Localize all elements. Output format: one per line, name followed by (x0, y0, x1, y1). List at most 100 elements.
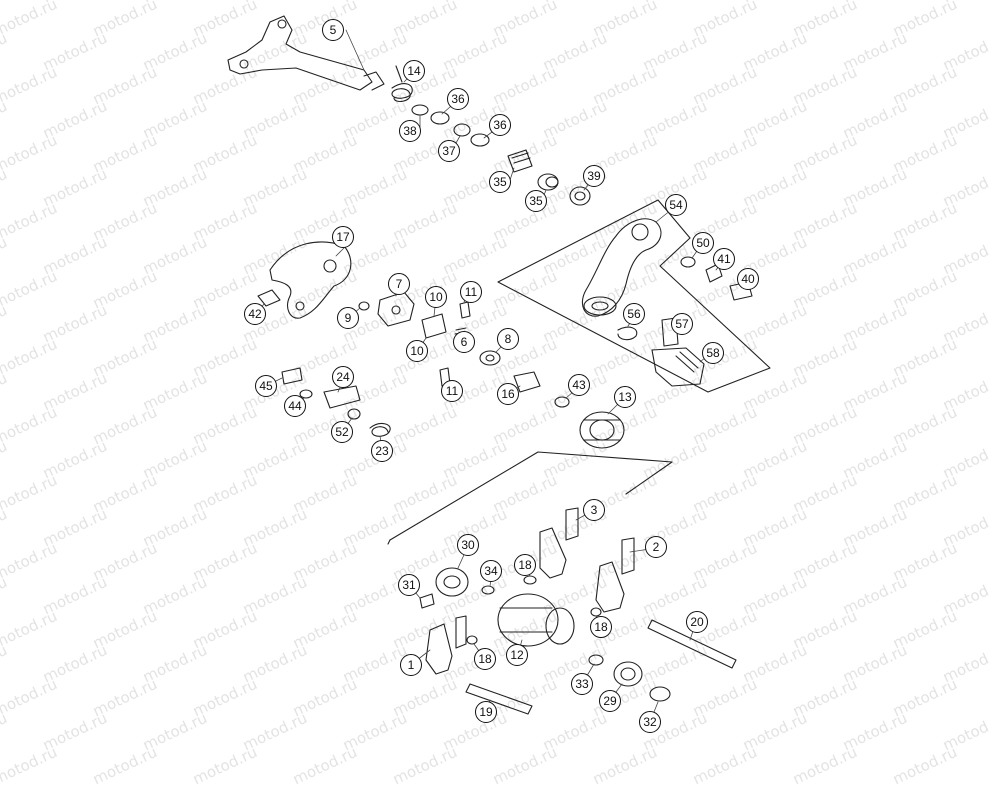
part-number-callout: 16 (497, 383, 519, 405)
bushing-part-35b (537, 173, 559, 191)
part-number-callout: 44 (284, 395, 306, 417)
part-number-callout: 36 (489, 114, 511, 136)
shift-pawl-part-7 (377, 291, 415, 327)
part-number-callout: 10 (406, 340, 428, 362)
part-number-callout: 58 (702, 342, 724, 364)
shift-drum-part-12 (497, 593, 575, 647)
part-number-callout: 41 (713, 248, 735, 270)
part-number-callout: 9 (337, 307, 359, 329)
part-number-callout: 36 (447, 88, 469, 110)
spring-part-14 (391, 65, 413, 103)
part-number-callout: 2 (645, 536, 667, 558)
part-number-callout: 39 (583, 165, 605, 187)
part-number-callout: 18 (474, 648, 496, 670)
part-number-callout: 1 (400, 654, 422, 676)
washer-part-9 (358, 301, 370, 311)
part-number-callout: 13 (614, 386, 636, 408)
pin-part-31 (419, 593, 435, 609)
part-number-callout: 14 (403, 60, 425, 82)
part-number-callout: 10 (425, 286, 447, 308)
part-number-callout: 43 (568, 374, 590, 396)
part-number-callout: 33 (571, 673, 593, 695)
watermark-text: motod.ru (890, 742, 960, 788)
spring-part-56 (617, 326, 638, 341)
group-frame-middle-edge (387, 539, 391, 545)
watermark-text: motod.ru (690, 742, 760, 788)
part-number-callout: 11 (460, 281, 482, 303)
part-number-callout: 56 (623, 303, 645, 325)
lever-part-24 (323, 385, 361, 409)
watermark-text: motod.ru (390, 742, 460, 788)
watermark-text: motod.ru (590, 742, 660, 788)
bolt-part-45 (281, 367, 303, 385)
part-number-callout: 3 (583, 499, 605, 521)
washer-part-36a (430, 111, 450, 125)
shift-drum-part-13 (579, 411, 625, 449)
shaft-part-20 (647, 619, 737, 669)
bushing-part-37 (453, 123, 471, 137)
part-number-callout: 52 (331, 421, 353, 443)
washer-part-33 (588, 654, 604, 666)
part-number-callout: 37 (438, 140, 460, 162)
spring-part-42 (257, 289, 281, 307)
watermark-text: motod.ru (0, 742, 60, 788)
bearing-part-29 (613, 661, 643, 687)
gear-part-30 (435, 567, 469, 597)
spring-part-23 (369, 422, 391, 437)
shift-fork-part-3 (539, 507, 579, 579)
shift-plate-part-17 (269, 241, 352, 319)
part-number-callout: 32 (639, 711, 661, 733)
nut-part-41 (705, 263, 723, 283)
watermark-text: motod.ru (490, 742, 560, 788)
pin-part-18c (590, 607, 602, 617)
part-number-callout: 8 (497, 328, 519, 350)
part-number-callout: 20 (686, 611, 708, 633)
part-number-callout: 17 (332, 226, 354, 248)
pin-part-11a (459, 301, 471, 319)
washer-part-32 (649, 686, 671, 702)
part-number-callout: 12 (506, 644, 528, 666)
part-number-callout: 50 (692, 232, 714, 254)
shift-pedal-part-54 (581, 218, 662, 317)
part-number-callout: 57 (671, 313, 693, 335)
part-number-callout: 35 (525, 190, 547, 212)
washer-part-43 (554, 396, 570, 408)
pin-part-18b (466, 635, 478, 645)
part-number-callout: 34 (480, 560, 502, 582)
washer-part-50 (680, 256, 696, 268)
group-frame-middle (389, 451, 673, 541)
part-number-callout: 24 (332, 366, 354, 388)
washer-part-8 (479, 350, 501, 366)
part-number-callout: 38 (399, 120, 421, 142)
pin-part-18a (523, 575, 537, 585)
part-number-callout: 54 (665, 194, 687, 216)
part-number-callout: 18 (590, 616, 612, 638)
part-number-callout: 30 (457, 534, 479, 556)
bearing-part-39 (569, 186, 591, 206)
part-number-callout: 19 (475, 701, 497, 723)
part-number-callout: 29 (599, 690, 621, 712)
watermark-text: motod.ru (290, 742, 360, 788)
washer-part-36b (470, 133, 490, 147)
footrest-part-58 (651, 347, 705, 387)
part-number-callout: 42 (244, 303, 266, 325)
watermark-text: motod.ru (790, 742, 860, 788)
part-number-callout: 11 (441, 380, 463, 402)
bushing-part-52 (347, 408, 361, 420)
shift-fork-part-2 (595, 537, 635, 613)
pawl-part-10a (421, 313, 447, 339)
shift-fork-part-1 (425, 615, 467, 675)
watermark-text: motod.ru (190, 742, 260, 788)
parts-drawing (227, 15, 771, 723)
group-frame-upper (497, 199, 771, 393)
needle-bearing-part-35a (507, 149, 533, 173)
part-number-callout: 35 (489, 171, 511, 193)
part-number-callout: 45 (255, 375, 277, 397)
part-number-callout: 40 (737, 268, 759, 290)
part-number-callout: 5 (322, 19, 344, 41)
part-number-callout: 18 (514, 554, 536, 576)
part-number-callout: 31 (398, 574, 420, 596)
part-number-callout: 7 (388, 273, 410, 295)
shaft-part-19 (465, 683, 533, 715)
